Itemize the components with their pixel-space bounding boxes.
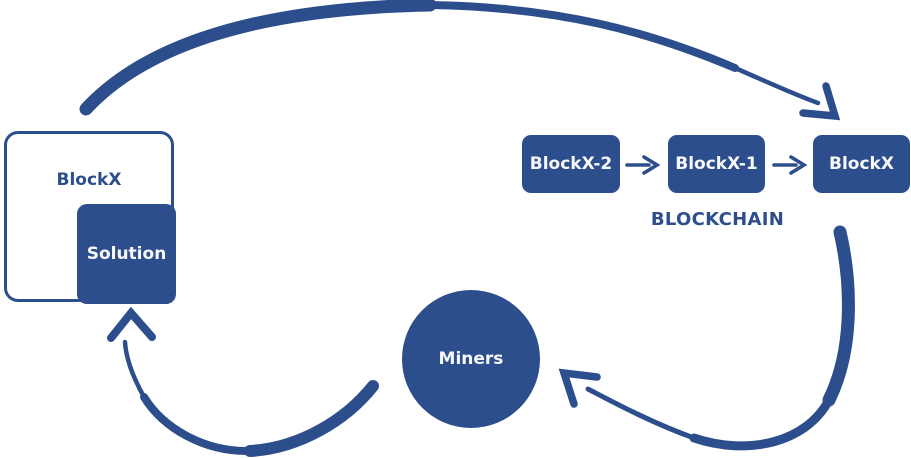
blockx-card-label: BlockX bbox=[56, 170, 122, 190]
miners-to-solution-curved-arrow-icon bbox=[107, 306, 379, 457]
chain-block-label: BlockX-1 bbox=[675, 154, 758, 174]
blockx2-to-blockx1-arrow-icon bbox=[625, 155, 661, 175]
chain-block-blockx: BlockX bbox=[813, 135, 910, 193]
miners-label: Miners bbox=[438, 349, 504, 369]
chain-block-blockx-2: BlockX-2 bbox=[522, 135, 620, 193]
chain-block-blockx-1: BlockX-1 bbox=[668, 135, 765, 193]
blockchain-to-miners-curved-arrow-icon bbox=[558, 225, 855, 451]
solution-label: Solution bbox=[86, 244, 167, 264]
blockx-to-blockchain-curved-arrow-icon bbox=[79, 0, 841, 121]
miners-circle: Miners bbox=[402, 290, 540, 428]
blockchain-caption: BLOCKCHAIN bbox=[650, 209, 785, 230]
solution-box: Solution bbox=[77, 204, 176, 304]
blockx1-to-blockx-arrow-icon bbox=[772, 155, 808, 175]
chain-block-label: BlockX bbox=[829, 154, 894, 174]
chain-block-label: BlockX-2 bbox=[529, 154, 613, 174]
